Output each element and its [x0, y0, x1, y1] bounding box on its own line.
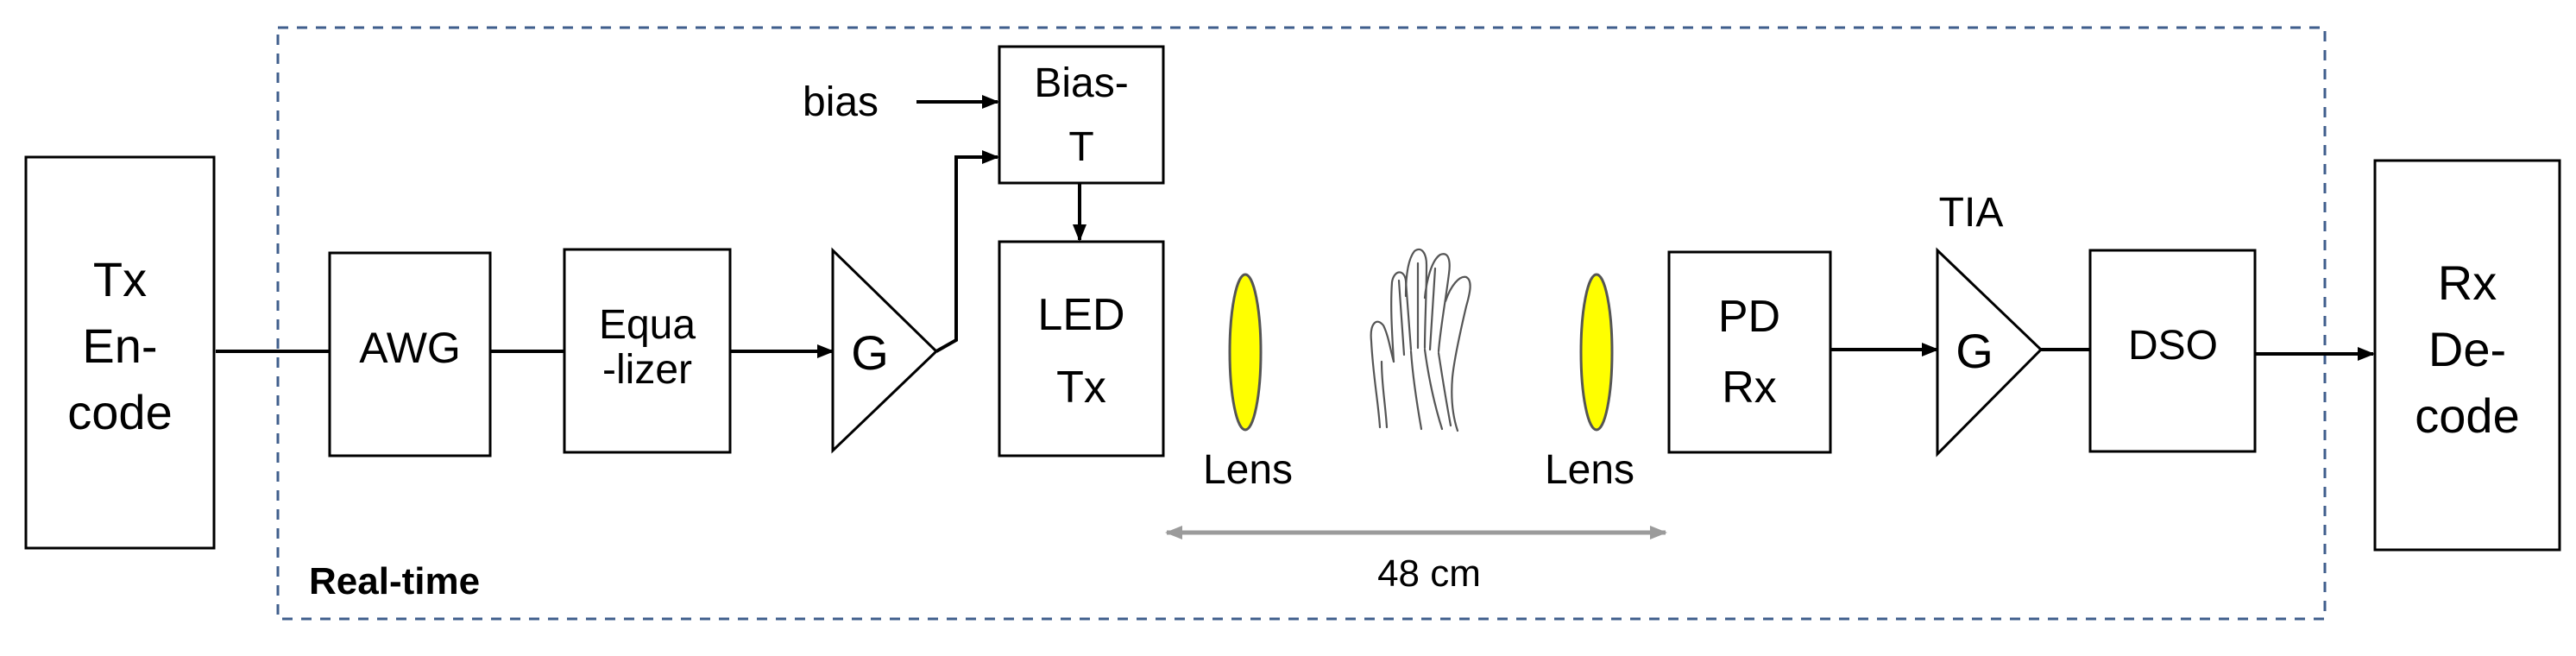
tx-encode-line2: En-	[82, 319, 157, 373]
pd-rx-line2: Rx	[1722, 363, 1777, 413]
bias-label: bias	[803, 79, 879, 125]
wire-amp-to-bias-t	[935, 150, 999, 353]
led-tx-line1: LED	[1037, 290, 1124, 340]
hand-icon	[1370, 248, 1471, 432]
left-lens-label: Lens	[1203, 447, 1293, 493]
rx-decode-block: Rx De- code	[2373, 159, 2561, 552]
dso-block: DSO	[2088, 249, 2257, 453]
tx-encode-line3: code	[67, 385, 172, 439]
tx-encode-line1: Tx	[93, 252, 147, 306]
right-lens-label: Lens	[1545, 447, 1634, 493]
equalizer-block: Equa -lizer	[563, 248, 732, 454]
bias-t-block: Bias- T	[998, 45, 1165, 185]
right-lens-shape	[1579, 273, 1614, 432]
rx-decode-line2: De-	[2428, 322, 2506, 376]
tia-title: TIA	[1939, 190, 2004, 236]
tia-block: TIA G	[1936, 190, 2044, 457]
left-lens-shape	[1228, 273, 1263, 432]
bias-t-line2: T	[1068, 124, 1093, 170]
awg-label: AWG	[359, 324, 461, 372]
rx-decode-line1: Rx	[2438, 255, 2497, 310]
led-tx-block: LED Tx	[998, 240, 1165, 457]
pd-rx-block: PD Rx	[1667, 250, 1832, 454]
awg-block: AWG	[328, 251, 492, 457]
tx-encode-block: Tx En- code	[24, 155, 216, 550]
distance-label: 48 cm	[1377, 552, 1481, 595]
right-lens: Lens	[1545, 273, 1634, 493]
equalizer-line1: Equa	[599, 302, 696, 348]
realtime-label: Real-time	[309, 560, 480, 602]
led-tx-line2: Tx	[1056, 363, 1106, 413]
dso-label: DSO	[2128, 323, 2218, 369]
realtime-region-border	[276, 26, 2327, 621]
rx-decode-line3: code	[2415, 388, 2519, 443]
bias-t-line1: Bias-	[1034, 60, 1128, 106]
tia-gain-label: G	[1956, 324, 1993, 378]
tx-amplifier-block: G	[831, 247, 939, 454]
left-lens: Lens	[1203, 273, 1293, 493]
tx-amplifier-label: G	[851, 325, 889, 380]
pd-rx-line1: PD	[1718, 292, 1780, 342]
equalizer-line2: -lizer	[602, 347, 692, 393]
